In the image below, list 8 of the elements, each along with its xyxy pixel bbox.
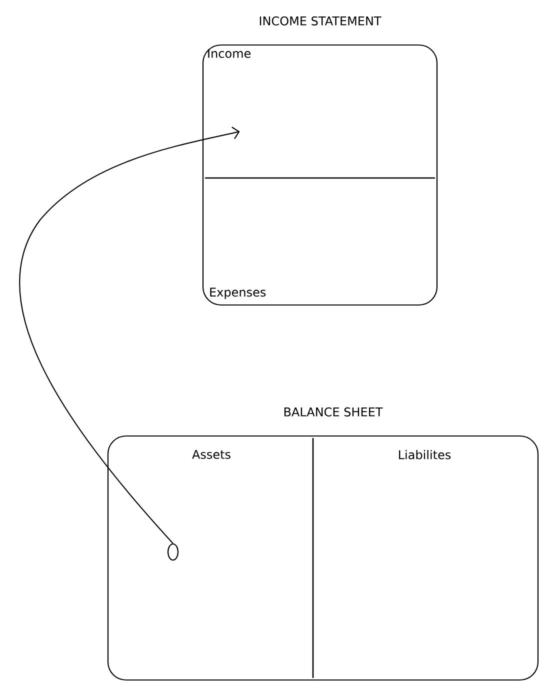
section: Income [208, 49, 251, 58]
arrow [19, 126, 240, 544]
section: Expenses [210, 288, 266, 299]
node-label: BALANCE SHEET [284, 407, 383, 416]
node-label: INCOME STATEMENT [260, 16, 382, 26]
section: Liabilites [399, 450, 451, 460]
small-circle [167, 543, 179, 561]
section: Assets [192, 450, 230, 459]
